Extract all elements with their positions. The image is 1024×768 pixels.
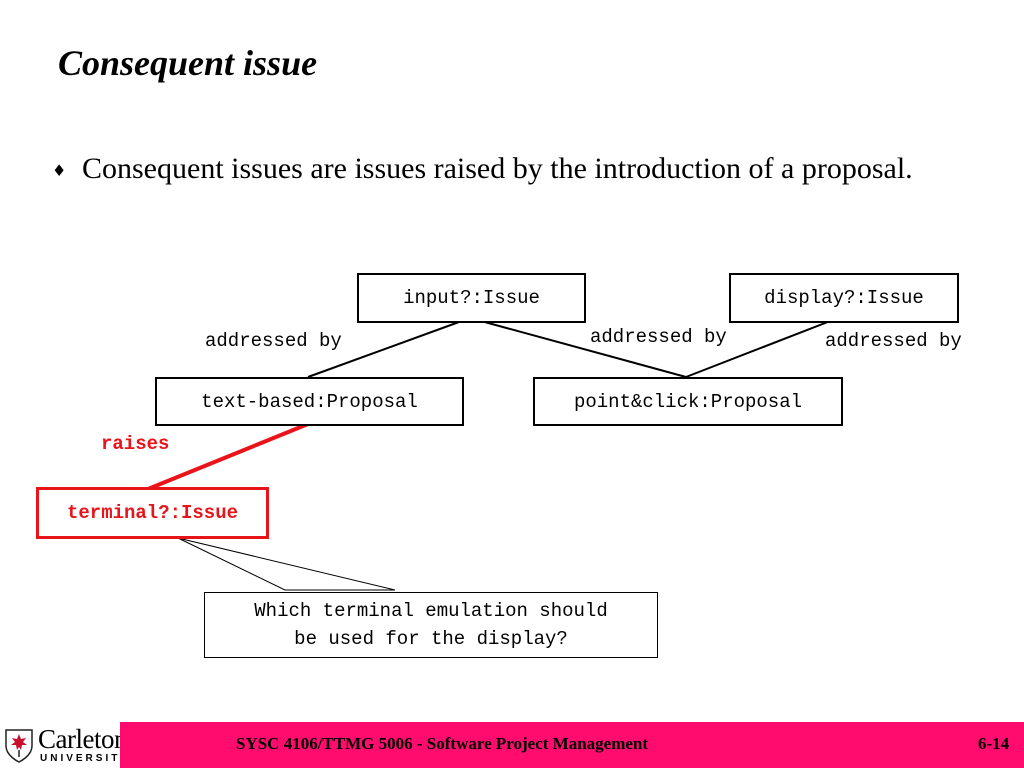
course-title: SYSC 4106/TTMG 5006 - Software Project M… [236, 734, 649, 753]
connector-input-to-textbased [307, 317, 471, 378]
edge-label-raises: raises [101, 433, 170, 455]
display-issue-node: display?:Issue [729, 273, 959, 323]
bullet-diamond-icon: ♦ [52, 161, 67, 180]
edge-label-addressed-by-left: addressed by [205, 330, 342, 352]
diagram-connectors [147, 317, 839, 591]
shield-icon [5, 729, 33, 763]
point-click-proposal-node: point&click:Proposal [533, 377, 843, 426]
terminal-issue-node: terminal?:Issue [36, 487, 269, 539]
note-line-2: be used for the display? [294, 628, 568, 650]
note-callout [177, 537, 395, 591]
note-line-1: Which terminal emulation should [254, 600, 608, 622]
footer-bar [120, 722, 1024, 768]
edge-label-addressed-by-middle: addressed by [590, 326, 727, 348]
logo-subtitle: UNIVERSITY [40, 753, 131, 764]
text-based-proposal-node: text-based:Proposal [155, 377, 464, 426]
slide-title: Consequent issue [58, 43, 318, 83]
logo-wordmark: Carleton [38, 724, 127, 754]
note-callout-edge [177, 537, 396, 591]
bullet-text: Consequent issues are issues raised by t… [82, 152, 913, 185]
connector-input-to-pointclick [469, 317, 687, 378]
input-issue-node: input?:Issue [357, 273, 586, 323]
connector-raises [147, 422, 309, 491]
page-number: 6-14 [978, 734, 1010, 753]
edge-label-addressed-by-right: addressed by [825, 330, 962, 352]
connector-display-to-pointclick [685, 317, 839, 378]
note-box: Which terminal emulation should be used … [204, 592, 658, 658]
